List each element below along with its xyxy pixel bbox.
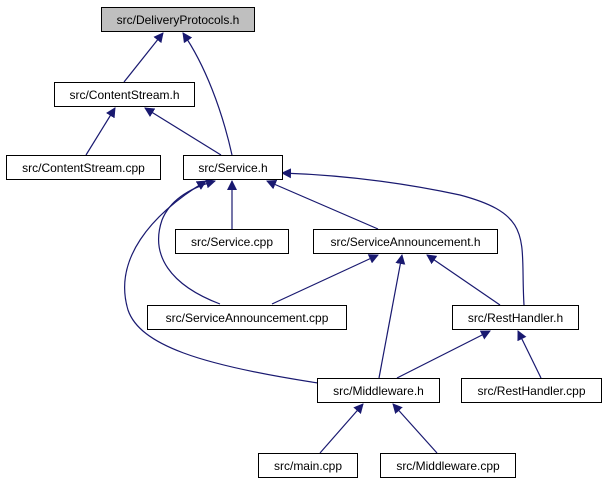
edge-main-cpp-to-middleware-h <box>319 403 364 454</box>
node-serviceannouncement-h[interactable]: src/ServiceAnnouncement.h <box>313 229 498 254</box>
edge-resthandler-h-to-serviceannouncement-h <box>426 254 501 306</box>
node-contentstream-cpp[interactable]: src/ContentStream.cpp <box>6 155 161 180</box>
edge-resthandler-cpp-to-resthandler-h <box>517 330 542 379</box>
node-service-cpp[interactable]: src/Service.cpp <box>175 229 289 254</box>
edge-middleware-h-to-service-h <box>124 180 319 384</box>
node-resthandler-cpp[interactable]: src/RestHandler.cpp <box>461 378 602 403</box>
edge-contentstream-h-to-deliveryprotocols-h <box>123 32 164 83</box>
node-service-h[interactable]: src/Service.h <box>183 155 283 180</box>
node-main-cpp[interactable]: src/main.cpp <box>258 453 358 478</box>
edge-middleware-h-to-serviceannouncement-h <box>378 254 406 379</box>
edge-resthandler-h-to-service-h <box>281 168 525 306</box>
edge-service-h-to-contentstream-h <box>144 107 222 156</box>
edge-serviceannouncement-cpp-to-serviceannouncement-h <box>271 254 379 305</box>
node-contentstream-h[interactable]: src/ContentStream.h <box>54 82 195 107</box>
node-serviceannouncement-cpp[interactable]: src/ServiceAnnouncement.cpp <box>147 305 347 330</box>
node-resthandler-h[interactable]: src/RestHandler.h <box>452 305 579 330</box>
edge-middleware-h-to-resthandler-h <box>396 330 491 379</box>
edge-middleware-cpp-to-middleware-h <box>392 403 438 454</box>
node-deliveryprotocols-h[interactable]: src/DeliveryProtocols.h <box>101 7 255 32</box>
edge-contentstream-cpp-to-contentstream-h <box>85 107 116 156</box>
edge-service-h-to-deliveryprotocols-h <box>182 32 233 156</box>
edge-serviceannouncement-h-to-service-h <box>266 179 379 230</box>
node-middleware-cpp[interactable]: src/Middleware.cpp <box>380 453 516 478</box>
node-middleware-h[interactable]: src/Middleware.h <box>317 378 440 403</box>
